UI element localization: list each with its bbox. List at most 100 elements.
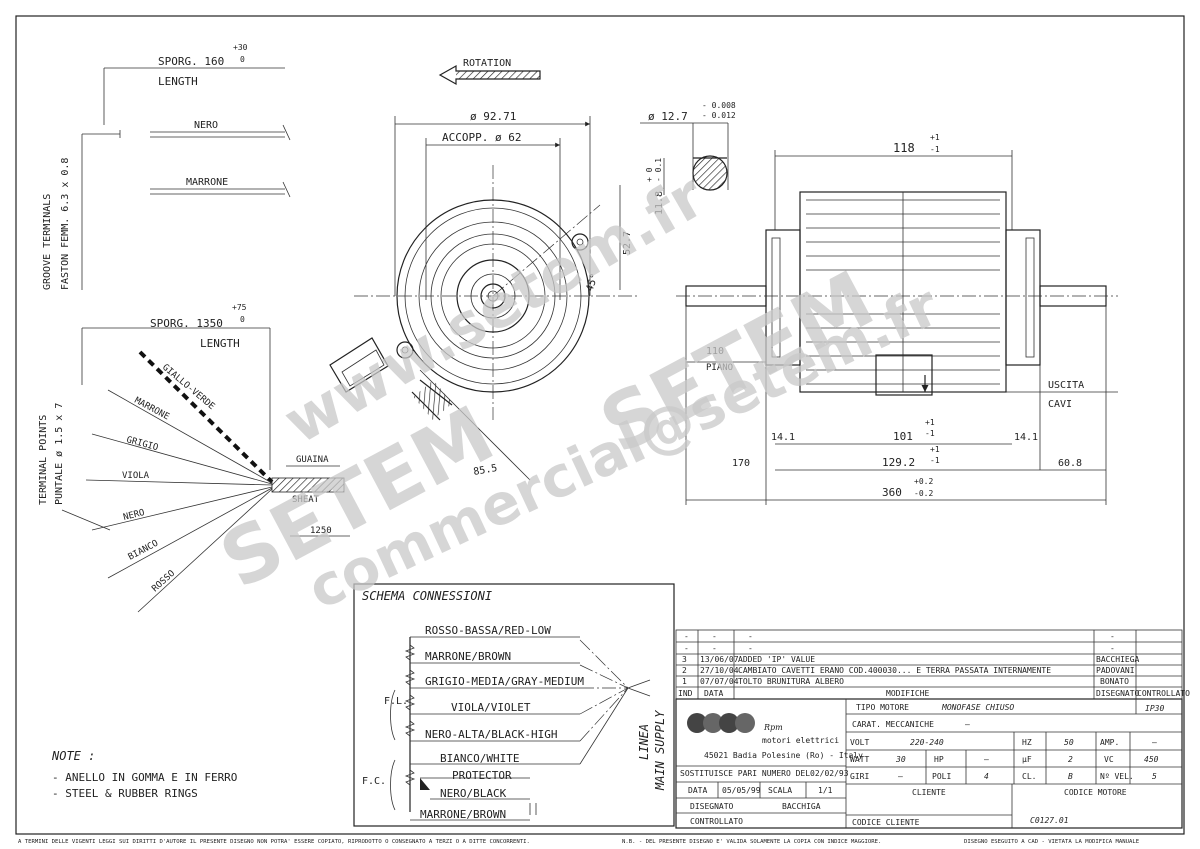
cl-value: B xyxy=(1068,772,1073,781)
data-value: 05/05/99 xyxy=(722,786,761,795)
wire-label-viola: VIOLA xyxy=(122,471,150,481)
dim-360: 360 xyxy=(882,486,902,499)
dim-110: 110 xyxy=(706,346,724,357)
brand-name: Rpm xyxy=(763,723,783,732)
dim-101: 101 xyxy=(893,430,913,443)
watt-label: WATT xyxy=(850,755,869,764)
schema-wire-marrone: MARRONE/BROWN xyxy=(425,650,511,663)
rev-row-0-date: - xyxy=(712,632,717,641)
brand-address: 45021 Badia Polesine (Ro) - Italy xyxy=(704,751,863,760)
disegnato-label: DISEGNATO xyxy=(690,802,734,811)
title-block: Rpm motori elettrici 45021 Badia Polesin… xyxy=(675,698,1183,829)
dim-101-tol-a: +1 xyxy=(925,418,935,427)
dim-1292-tol-b: -1 xyxy=(930,456,940,465)
rev-row-2-ind: 3 xyxy=(682,655,687,664)
length-label-top: LENGTH xyxy=(158,75,198,88)
rotation-label: ROTATION xyxy=(463,58,511,69)
terminal-points-label: TERMINAL POINTS xyxy=(38,415,49,505)
disegnato-value: BACCHIGA xyxy=(782,802,821,811)
rev-header-date: DATA xyxy=(704,689,723,698)
poli-value: 4 xyxy=(984,772,989,781)
sostituisce-date: 02/02/93 xyxy=(810,769,849,778)
codice-cliente-label: CODICE CLIENTE xyxy=(852,818,920,827)
cliente-label: CLIENTE xyxy=(912,788,946,797)
ip-value: IP30 xyxy=(1145,704,1164,713)
groove-terminals-label: GROOVE TERMINALS xyxy=(42,194,53,290)
hz-label: HZ xyxy=(1022,738,1032,747)
dim-141-left: 14.1 xyxy=(771,432,795,443)
dim-118: 118 xyxy=(893,141,915,155)
footer-mid: N.B. - DEL PRESENTE DISEGNO E' VALIDA SO… xyxy=(622,839,881,845)
rev-row-1-date: - xyxy=(712,644,717,653)
dim-1292-tol-a: +1 xyxy=(930,445,940,454)
faston-label: FASTON FEMM. 6.3 x 0.8 xyxy=(60,158,71,290)
sporg-1350-label: SPORG. 1350 xyxy=(150,317,223,330)
sporg-160-tol-plus: +30 xyxy=(233,43,248,52)
wire-group-top: SPORG. 160 +30 0 LENGTH NERO MARRONE GRO… xyxy=(42,43,291,290)
footer: A TERMINI DELLE VIGENTI LEGGI SUI DIRITT… xyxy=(18,839,1140,845)
vc-label: VC xyxy=(1104,755,1114,764)
rev-row-3-ind: 2 xyxy=(682,666,687,675)
hp-label: HP xyxy=(934,755,944,764)
dim-170: 170 xyxy=(732,458,750,469)
sheat-label: SHEAT xyxy=(292,495,320,505)
note-line-2: - STEEL & RUBBER RINGS xyxy=(52,787,198,800)
drawing-frame xyxy=(15,15,1185,835)
dim-1250: 1250 xyxy=(310,526,332,536)
uscita-label: USCITA xyxy=(1048,380,1084,391)
rev-header-desc: MODIFICHE xyxy=(886,689,930,698)
schema-fl-label: F.L. xyxy=(384,696,408,707)
main-supply-label: MAIN SUPPLY xyxy=(653,710,667,791)
schema-wire-grigio: GRIGIO-MEDIA/GRAY-MEDIUM xyxy=(425,675,584,688)
brand-sub: motori elettrici xyxy=(762,736,839,745)
giri-label: GIRI xyxy=(850,772,869,781)
rev-row-4-desc: TOLTO BRUNITURA ALBERO xyxy=(738,677,844,686)
controllato-label: CONTROLLATO xyxy=(690,817,743,826)
hp-value: — xyxy=(984,755,989,764)
dim-1292: 129.2 xyxy=(882,456,915,469)
motor-front-view: ROTATION ø 92.71 ACCOPP. ø 62 52.7 45° xyxy=(329,58,640,481)
dim-360-tol-a: +0.2 xyxy=(914,477,933,486)
cooling-fins xyxy=(806,199,1000,385)
tipo-value: MONOFASE CHIUSO xyxy=(941,703,1014,712)
sostituisce-label: SOSTITUISCE PARI NUMERO DEL xyxy=(680,769,810,778)
rev-row-2-date: 13/06/07 xyxy=(700,655,739,664)
amp-value: — xyxy=(1152,738,1157,747)
rev-header-checked: CONTROLLATO xyxy=(1137,689,1190,698)
schema-wire-bianco: BIANCO/WHITE xyxy=(440,752,519,765)
schema-wire-viola: VIOLA/VIOLET xyxy=(451,701,531,714)
scala-value: 1/1 xyxy=(818,786,833,795)
carat-label: CARAT. MECCANICHE xyxy=(852,720,934,729)
schema-title: SCHEMA CONNESSIONI xyxy=(362,589,492,603)
codice-motore-value: C0127.01 xyxy=(1030,816,1069,825)
cl-label: CL. xyxy=(1022,772,1036,781)
dim-118-tol-b: -1 xyxy=(930,145,940,154)
uf-value: 2 xyxy=(1068,755,1073,764)
rev-row-3-desc: CAMBIATO CAVETTI ERANO COD.400030... E T… xyxy=(738,666,1051,675)
rev-row-2-desc: ADDED 'IP' VALUE xyxy=(738,655,815,664)
rev-row-3-date: 27/10/04 xyxy=(700,666,739,675)
uf-label: µF xyxy=(1022,755,1032,764)
note-line-1: - ANELLO IN GOMMA E IN FERRO xyxy=(52,771,237,784)
dim-141-right: 14.1 xyxy=(1014,432,1038,443)
volt-value: 220-240 xyxy=(910,738,944,747)
rev-row-4-date: 07/07/04 xyxy=(700,677,739,686)
schema-wire-nero: NERO/BLACK xyxy=(440,787,507,800)
watt-value: 30 xyxy=(895,755,906,764)
length-label-main: LENGTH xyxy=(200,337,240,350)
schema-wire-nero-alta: NERO-ALTA/BLACK-HIGH xyxy=(425,728,557,741)
piano-label: PIANO xyxy=(706,363,733,373)
schema-fc-label: F.C. xyxy=(362,776,386,787)
poli-label: POLI xyxy=(932,772,951,781)
wire-label-marrone: MARRONE xyxy=(133,396,171,423)
amp-label: AMP. xyxy=(1100,738,1119,747)
rev-row-2-drawn: BACCHIEGA xyxy=(1096,655,1140,664)
dim-855: 85.5 xyxy=(473,463,499,478)
vc-value: 450 xyxy=(1144,755,1159,764)
wire-label-bianco: BIANCO xyxy=(127,539,160,563)
dim-118-tol-a: +1 xyxy=(930,133,940,142)
rev-row-4-drawn: BONATO xyxy=(1100,677,1129,686)
scala-label: SCALA xyxy=(768,786,792,795)
wire-label-nero-top: NERO xyxy=(194,120,218,131)
sporg-160-label: SPORG. 160 xyxy=(158,55,224,68)
